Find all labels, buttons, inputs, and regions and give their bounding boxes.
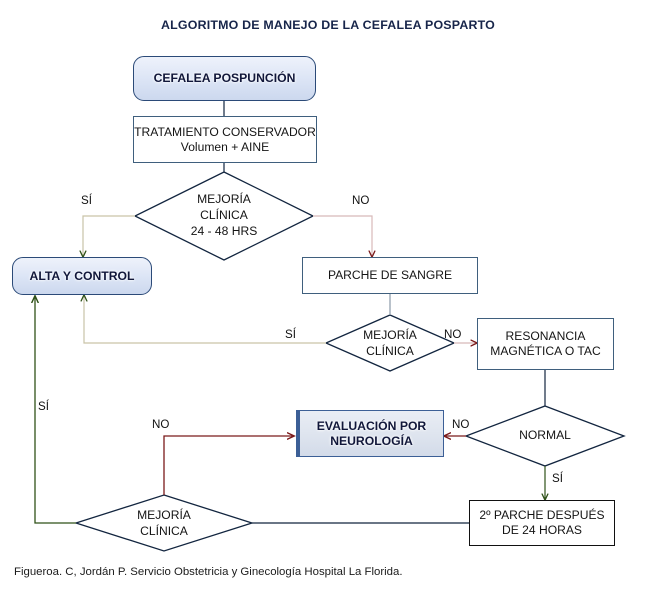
decision-1-line1: MEJORÍA xyxy=(197,192,251,207)
node-evaluacion-por-neurologia[interactable]: EVALUACIÓN POR NEUROLOGÍA xyxy=(296,410,444,457)
node-decision-mejoria-clinica-2[interactable]: MEJORÍA CLÍNICA xyxy=(338,326,442,362)
node-resonancia-line1: RESONANCIA xyxy=(505,329,586,344)
edge-label-decision1-si: SÍ xyxy=(81,194,92,207)
node-evaluacion-line1: EVALUACIÓN POR xyxy=(316,418,427,433)
source-footnote: Figueroa. C, Jordán P. Servicio Obstetri… xyxy=(14,566,403,578)
node-resonancia-magnetica-o-tac[interactable]: RESONANCIA MAGNÉTICA O TAC xyxy=(477,318,614,370)
node-alta-y-control-label: ALTA Y CONTROL xyxy=(29,268,135,283)
node-resonancia-line2: MAGNÉTICA O TAC xyxy=(490,344,601,358)
node-decision-mejoria-clinica-3[interactable]: MEJORÍA CLÍNICA xyxy=(112,506,216,542)
decision-2-line2: CLÍNICA xyxy=(366,344,414,358)
page-title: ALGORITMO DE MANEJO DE LA CEFALEA POSPAR… xyxy=(160,18,495,32)
node-segundo-parche[interactable]: 2º PARCHE DESPUÉS DE 24 HORAS xyxy=(469,500,615,546)
node-parche-de-sangre-label: PARCHE DE SANGRE xyxy=(327,268,453,283)
node-cefalea-pospuncion-label: CEFALEA POSPUNCIÓN xyxy=(153,71,296,86)
node-tratamiento-conservador[interactable]: TRATAMIENTO CONSERVADOR Volumen + AINE xyxy=(133,116,317,163)
edge-label-decision3-si: SÍ xyxy=(38,400,49,413)
node-segundo-parche-line2: DE 24 HORAS xyxy=(502,523,582,537)
node-parche-de-sangre[interactable]: PARCHE DE SANGRE xyxy=(302,257,478,294)
node-tratamiento-conservador-line1: TRATAMIENTO CONSERVADOR xyxy=(134,124,316,139)
decision-3-line2: CLÍNICA xyxy=(140,524,188,538)
node-evaluacion-line2: NEUROLOGÍA xyxy=(330,433,413,448)
decision-1-line2: CLÍNICA xyxy=(200,208,248,223)
node-segundo-parche-line1: 2º PARCHE DESPUÉS xyxy=(479,508,605,523)
edge-decision1-si xyxy=(83,215,135,257)
edge-decision3-no xyxy=(163,436,294,495)
decision-normal-label: NORMAL xyxy=(519,428,571,443)
decision-1-line3: 24 - 48 HRS xyxy=(190,223,258,238)
decision-2-line1: MEJORÍA xyxy=(363,328,417,343)
node-decision-mejoria-clinica-24-48[interactable]: MEJORÍA CLÍNICA 24 - 48 HRS xyxy=(150,186,298,246)
edge-label-normal-si: SÍ xyxy=(552,472,563,485)
node-alta-y-control[interactable]: ALTA Y CONTROL xyxy=(12,257,152,295)
node-tratamiento-conservador-line2: Volumen + AINE xyxy=(180,139,270,154)
decision-3-line1: MEJORÍA xyxy=(137,508,191,523)
node-cefalea-pospuncion[interactable]: CEFALEA POSPUNCIÓN xyxy=(133,56,316,101)
edge-decision1-no xyxy=(313,215,372,257)
edge-label-decision2-no: NO xyxy=(444,328,462,341)
edge-label-decision1-no: NO xyxy=(352,194,370,207)
edge-label-normal-no: NO xyxy=(452,418,470,431)
edge-label-decision2-si: SÍ xyxy=(285,328,296,341)
edge-label-decision3-no: NO xyxy=(152,418,170,431)
node-decision-normal[interactable]: NORMAL xyxy=(505,425,585,447)
